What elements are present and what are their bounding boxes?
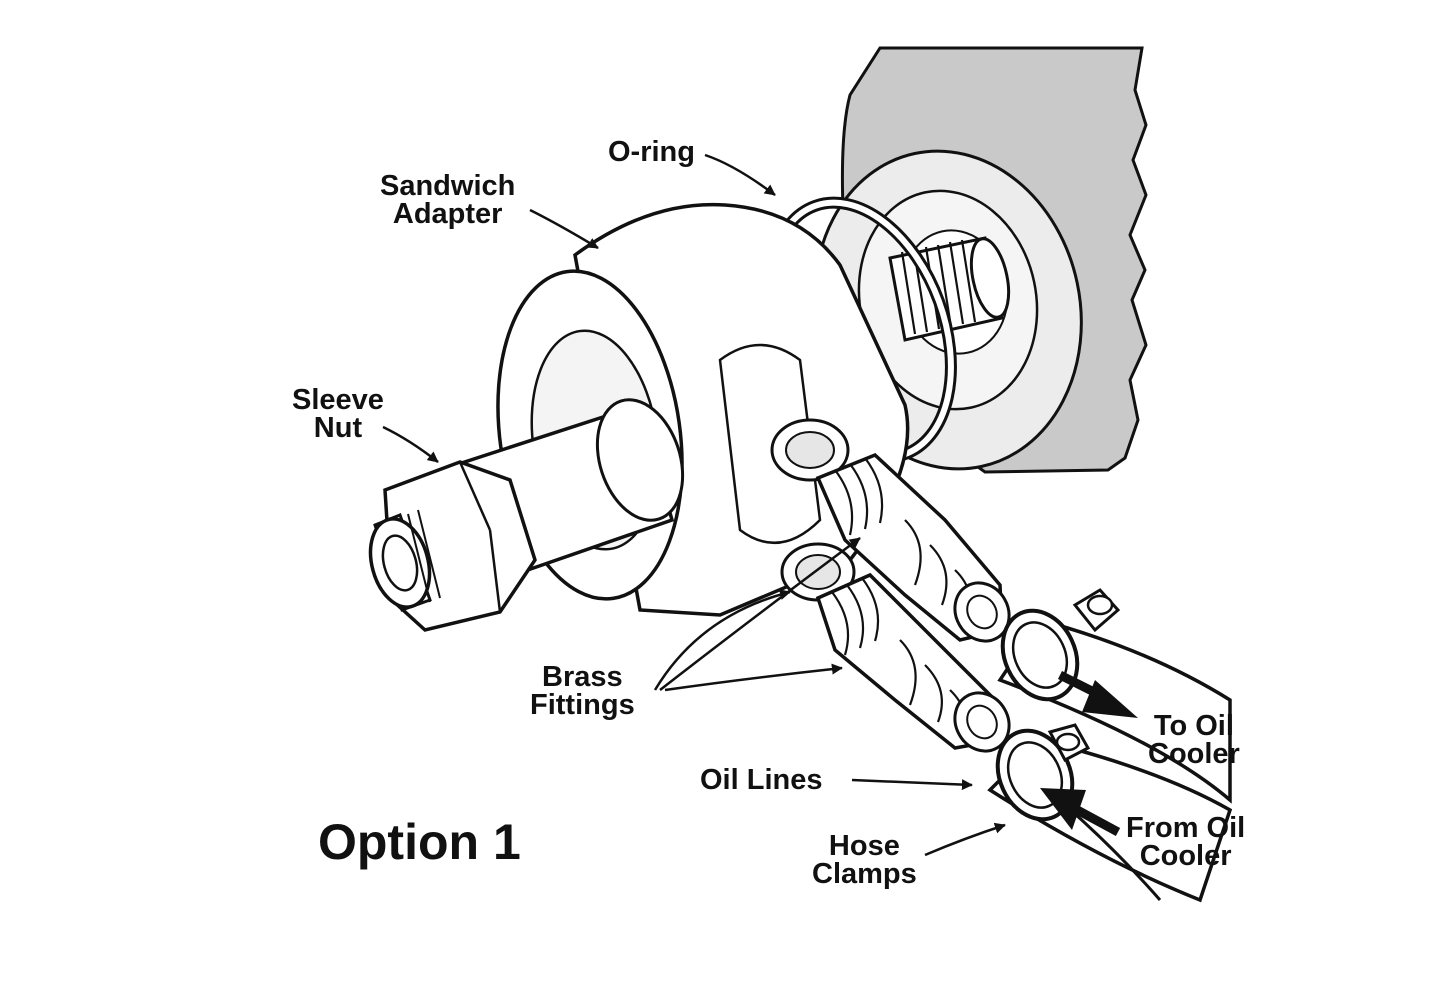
- arrow-sandwich-adapter: [529, 208, 599, 250]
- label-hose-clamps: Hose Clamps: [812, 830, 917, 890]
- arrow-sleeve-nut: [382, 425, 439, 463]
- arrow-hose-clamps: [924, 822, 1006, 857]
- brass-fitting-upper: [815, 452, 1011, 643]
- label-oil-lines: Oil Lines: [700, 764, 823, 796]
- label-brass-fittings: Brass Fittings: [530, 661, 635, 721]
- label-o-ring: O-ring: [608, 136, 695, 168]
- adapter-ports: [770, 418, 856, 602]
- label-sandwich-adapter-line-1: Sandwich: [380, 170, 516, 202]
- label-to-oil-cooler-line-1: To Oil: [1153, 710, 1234, 742]
- label-sandwich-adapter: Sandwich Adapter: [380, 170, 516, 230]
- arrow-brass-fittings-1: [653, 589, 791, 691]
- brass-fitting-lower: [815, 572, 1011, 753]
- arrow-o-ring: [704, 153, 776, 197]
- label-brass-fittings-line-1: Brass: [542, 661, 623, 693]
- label-brass-fittings-line-2: Fittings: [530, 689, 635, 721]
- leader-arrows: [382, 153, 1006, 857]
- label-o-ring-line-1: O-ring: [608, 136, 695, 168]
- hose-clamps: [995, 588, 1121, 822]
- label-from-oil-cooler: From Oil Cooler: [1126, 812, 1246, 872]
- label-oil-lines-line-1: Oil Lines: [700, 764, 823, 796]
- label-sandwich-adapter-line-2: Adapter: [392, 198, 503, 230]
- label-hose-clamps-line-1: Hose: [828, 830, 900, 862]
- label-sleeve-nut-line-2: Nut: [313, 412, 363, 444]
- arrow-brass-fittings-2: [659, 536, 861, 691]
- label-sleeve-nut-line-1: Sleeve: [292, 384, 384, 416]
- label-to-oil-cooler: To Oil Cooler: [1148, 710, 1240, 770]
- flow-arrows: [1040, 670, 1138, 836]
- diagram-title: Option 1: [318, 814, 521, 870]
- label-hose-clamps-line-2: Clamps: [812, 858, 917, 890]
- label-to-oil-cooler-line-2: Cooler: [1148, 738, 1240, 770]
- label-sleeve-nut: Sleeve Nut: [292, 384, 384, 444]
- arrow-brass-fittings-3: [664, 663, 843, 692]
- sleeve-nut: [368, 398, 685, 632]
- label-from-oil-cooler-line-2: Cooler: [1139, 840, 1232, 872]
- label-from-oil-cooler-line-1: From Oil: [1126, 812, 1246, 844]
- arrow-oil-lines: [851, 778, 973, 791]
